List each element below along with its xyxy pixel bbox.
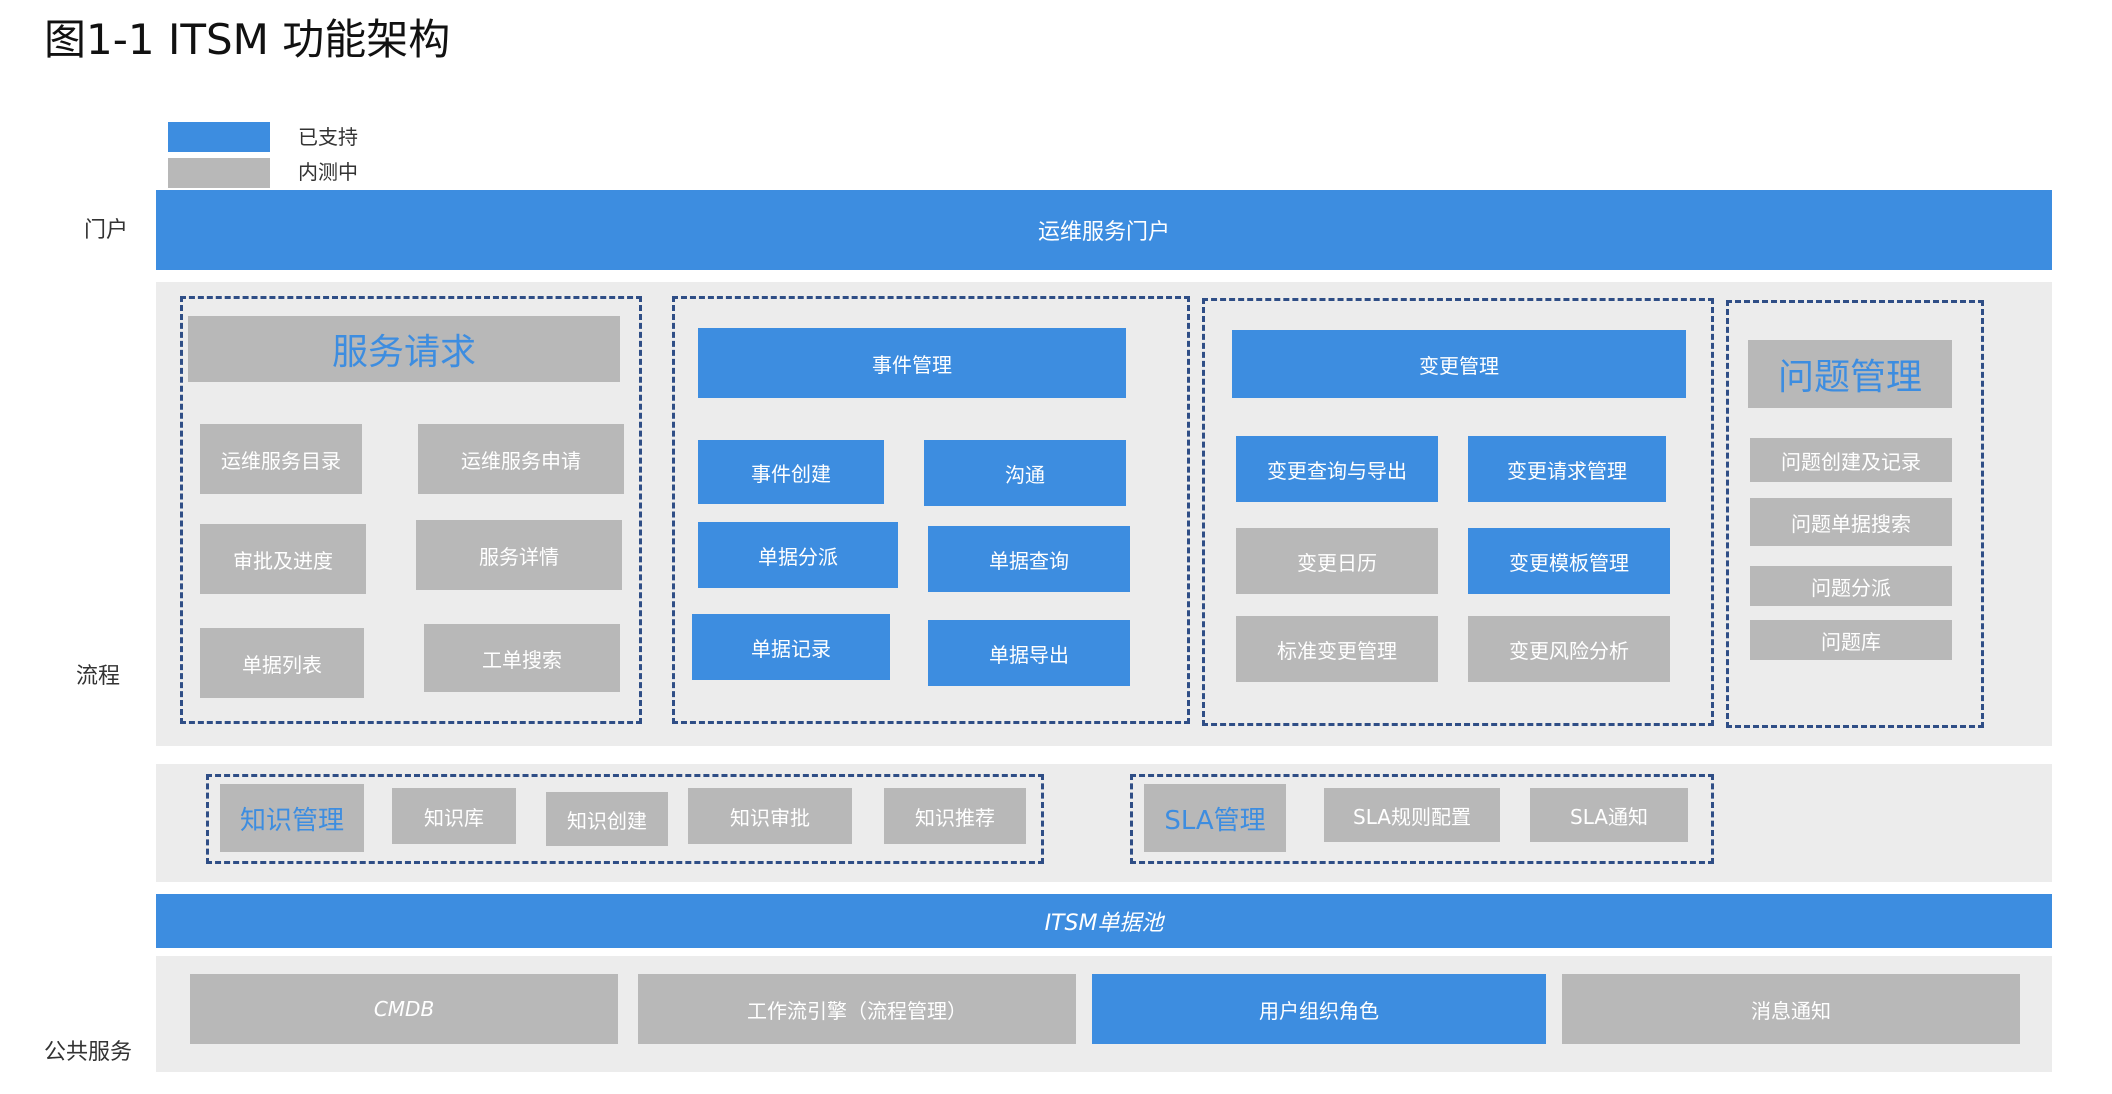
incident-item: 沟通	[924, 440, 1126, 506]
sla-item: SLA规则配置	[1324, 788, 1500, 842]
service-request-item: 运维服务申请	[418, 424, 624, 494]
problem-title: 问题管理	[1748, 340, 1952, 408]
change-item: 变更风险分析	[1468, 616, 1670, 682]
problem-item: 问题分派	[1750, 566, 1952, 606]
public-service-item: 消息通知	[1562, 974, 2020, 1044]
incident-item: 单据查询	[928, 526, 1130, 592]
problem-group	[1726, 300, 1984, 728]
change-item: 变更查询与导出	[1236, 436, 1438, 502]
legend-label-in-test: 内测中	[298, 160, 358, 184]
service-request-item: 审批及进度	[200, 524, 366, 594]
knowledge-title: 知识管理	[220, 784, 364, 852]
incident-item: 单据导出	[928, 620, 1130, 686]
ticket-pool-bar: ITSM单据池	[156, 894, 2052, 948]
service-request-title: 服务请求	[188, 316, 620, 382]
knowledge-item: 知识创建	[546, 792, 668, 846]
layer-label-public-service: 公共服务	[44, 1040, 133, 1065]
ticket-pool-label: ITSM单据池	[1044, 911, 1164, 936]
knowledge-item: 知识审批	[688, 788, 852, 844]
change-item: 标准变更管理	[1236, 616, 1438, 682]
problem-item: 问题创建及记录	[1750, 438, 1952, 482]
problem-item: 问题单据搜索	[1750, 498, 1952, 546]
change-title: 变更管理	[1232, 330, 1686, 398]
knowledge-item: 知识库	[392, 788, 516, 844]
service-request-item: 服务详情	[416, 520, 622, 590]
incident-item: 事件创建	[698, 440, 884, 504]
knowledge-item: 知识推荐	[884, 788, 1026, 844]
layer-label-process: 流程	[76, 664, 121, 689]
layer-label-portal: 门户	[84, 218, 129, 243]
sla-title: SLA管理	[1144, 784, 1286, 852]
change-item: 变更日历	[1236, 528, 1438, 594]
sla-group	[1130, 774, 1714, 864]
incident-item: 单据记录	[692, 614, 890, 680]
legend: 已支持 内测中	[168, 122, 408, 188]
portal-bar: 运维服务门户	[156, 190, 2052, 270]
legend-swatch-in-test	[168, 158, 270, 188]
legend-swatch-supported	[168, 122, 270, 152]
incident-item: 单据分派	[698, 522, 898, 588]
public-service-item: 用户组织角色	[1092, 974, 1546, 1044]
change-item: 变更请求管理	[1468, 436, 1666, 502]
incident-group	[672, 296, 1190, 724]
change-item: 变更模板管理	[1468, 528, 1670, 594]
page-title: 图1-1 ITSM 功能架构	[44, 15, 451, 64]
legend-label-supported: 已支持	[298, 125, 358, 149]
problem-item: 问题库	[1750, 620, 1952, 660]
knowledge-group	[206, 774, 1044, 864]
change-group	[1202, 298, 1714, 726]
portal-bar-label: 运维服务门户	[1037, 220, 1170, 245]
service-request-group	[180, 296, 642, 724]
service-request-item: 运维服务目录	[200, 424, 362, 494]
service-request-item: 单据列表	[200, 628, 364, 698]
sla-item: SLA通知	[1530, 788, 1688, 842]
service-request-item: 工单搜索	[424, 624, 620, 692]
public-service-item: 工作流引擎（流程管理）	[638, 974, 1076, 1044]
public-service-item: CMDB	[190, 974, 618, 1044]
incident-title: 事件管理	[698, 328, 1126, 398]
